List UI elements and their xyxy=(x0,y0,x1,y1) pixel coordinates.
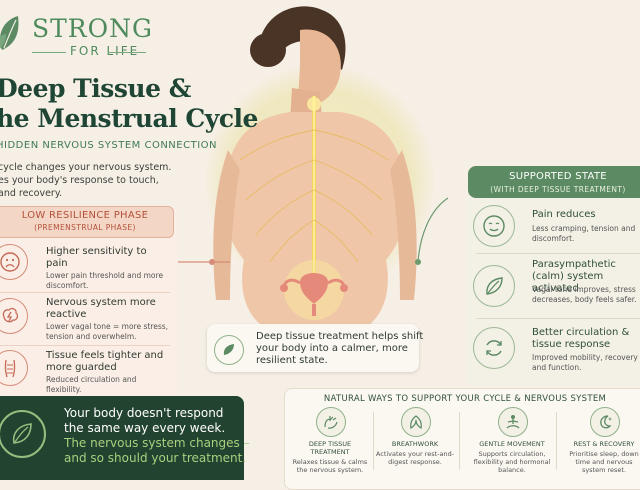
callout-line: resilient state. xyxy=(256,355,328,366)
low-row-title: Nervous system more reactive xyxy=(46,297,156,320)
banner-line: Your body doesn't respond xyxy=(64,406,224,420)
low-row-desc: Lower pain threshold and more discomfort… xyxy=(46,271,164,290)
way-desc: Relaxes tissue & calms the nervous syste… xyxy=(292,458,368,474)
supported-row-title: Parasympathetic (calm) system activated xyxy=(532,259,616,294)
low-resilience-title: LOW RESILIENCE PHASE xyxy=(21,210,149,221)
divider xyxy=(459,412,460,470)
page-subtitle: HIDDEN NERVOUS SYSTEM CONNECTION xyxy=(0,140,217,151)
meditation-icon xyxy=(498,407,528,437)
woman-illustration xyxy=(178,6,449,330)
divider xyxy=(373,412,374,470)
brand-divider-right xyxy=(108,52,146,53)
intro-line: cycle changes your nervous system. xyxy=(0,162,172,173)
supported-state-title: SUPPORTED STATE xyxy=(509,171,607,182)
supported-row-title: Pain reduces xyxy=(532,209,596,220)
low-row-desc: Lower vagal tone = more stress, tension … xyxy=(46,322,169,341)
brand-name: STRONG xyxy=(32,14,153,43)
way-desc: Prioritise sleep, down time and nervous … xyxy=(569,450,639,474)
moon-icon xyxy=(590,407,620,437)
leaf-icon xyxy=(214,335,244,365)
logo-leaf-icon xyxy=(0,16,19,50)
callout-line: Deep tissue treatment helps shift xyxy=(256,331,424,342)
leaf-icon xyxy=(473,265,515,307)
divider xyxy=(0,292,170,293)
page-title-line2: he Menstrual Cycle xyxy=(0,104,258,133)
callout-line: your body into a calmer, more xyxy=(256,343,408,354)
supported-row-desc: Vagal tone improves, stress decreases, b… xyxy=(532,285,637,304)
intro-line: es your body's response to touch, xyxy=(0,175,159,186)
natural-ways-title: NATURAL WAYS TO SUPPORT YOUR CYCLE & NER… xyxy=(323,394,607,404)
uterus-graphic xyxy=(280,273,348,316)
banner-highlight-line: The nervous system changes – xyxy=(64,436,250,450)
brand-divider-left xyxy=(32,52,66,53)
way-title: GENTLE MOVEMENT xyxy=(479,440,545,448)
natural-ways-panel xyxy=(284,388,640,490)
brand-tagline: FOR LIFE xyxy=(70,44,140,58)
tense-muscle-icon xyxy=(0,350,28,386)
sad-face-icon xyxy=(0,244,28,280)
low-row-title: Higher sensitivity to pain xyxy=(46,246,147,269)
brain-lightning-icon xyxy=(0,298,28,334)
supported-row-desc: Improved mobility, recovery and function… xyxy=(532,353,638,372)
banner-line: the same way every week. xyxy=(64,421,226,435)
leaf-icon xyxy=(0,410,46,458)
calm-face-icon xyxy=(473,205,515,247)
low-row-desc: Reduced circulation and flexibility. xyxy=(46,375,137,394)
supported-state-header xyxy=(468,166,640,198)
divider xyxy=(476,253,640,254)
divider xyxy=(0,345,170,346)
supported-state-subtitle: (WITH DEEP TISSUE TREATMENT) xyxy=(490,185,626,194)
low-resilience-header xyxy=(0,206,174,238)
divider xyxy=(556,412,557,470)
low-row-title: Tissue feels tighter and more guarded xyxy=(46,350,164,373)
banner-highlight-line: and so should your treatment. xyxy=(64,451,247,465)
divider xyxy=(476,318,640,319)
circulation-icon xyxy=(473,327,515,369)
intro-line: and recovery. xyxy=(0,188,63,199)
hands-icon xyxy=(316,407,346,437)
way-title: BREATHWORK xyxy=(391,440,439,448)
way-desc: Supports circulation, flexibility and ho… xyxy=(473,450,551,474)
breath-icon xyxy=(401,407,431,437)
supported-row-title: Better circulation & tissue response xyxy=(532,327,630,350)
way-title: REST & RECOVERY xyxy=(573,440,635,448)
page-title-line1: Deep Tissue & xyxy=(0,74,191,103)
supported-row-desc: Less cramping, tension and discomfort. xyxy=(532,224,636,243)
way-title: DEEP TISSUE TREATMENT xyxy=(308,440,352,456)
way-desc: Activates your rest-and-digest response. xyxy=(375,450,455,466)
low-resilience-subtitle: (PREMENSTRUAL PHASE) xyxy=(34,223,136,232)
